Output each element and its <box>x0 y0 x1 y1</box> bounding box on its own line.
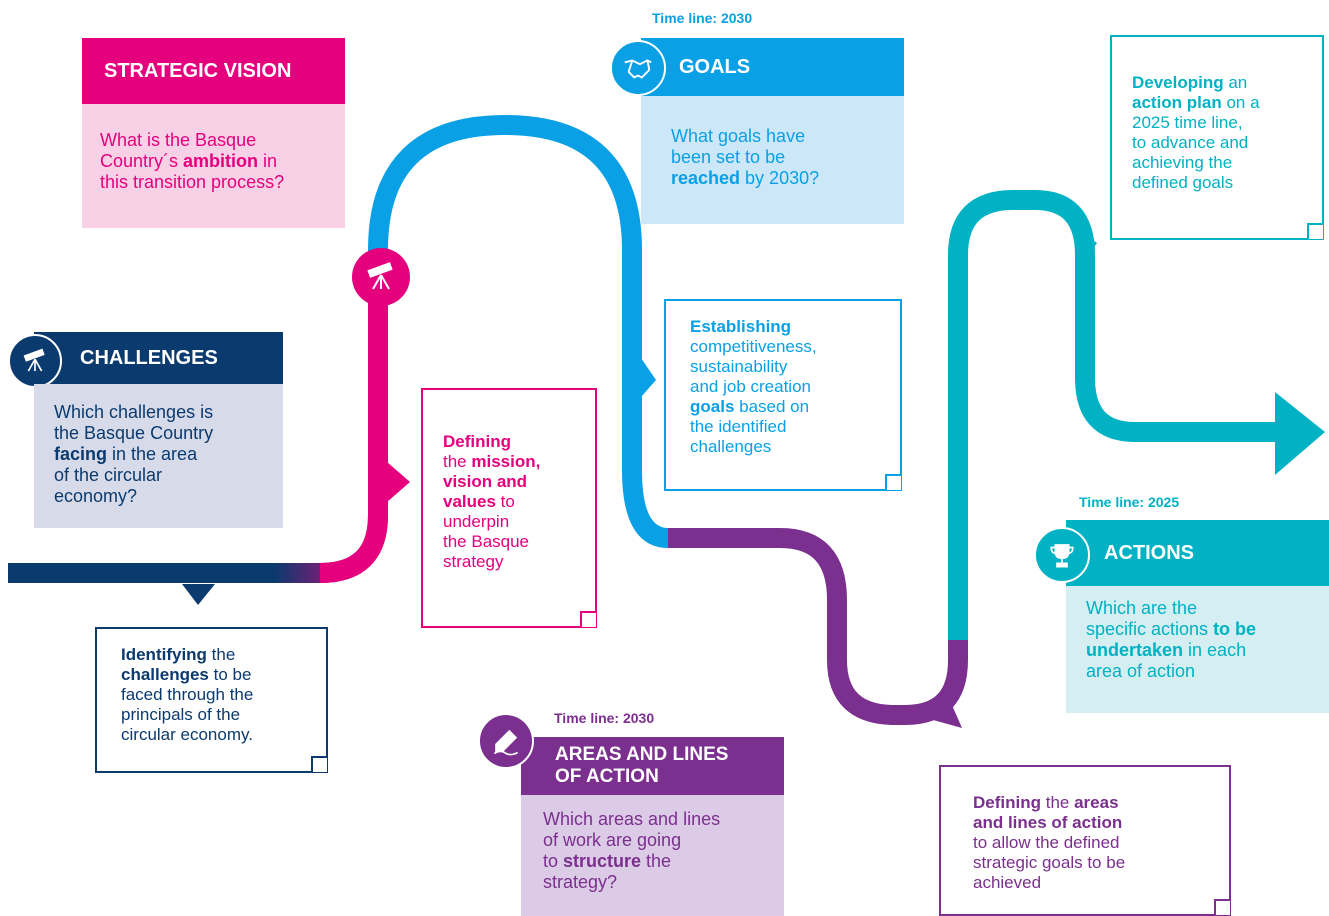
strategic-vision-header: STRATEGIC VISION <box>82 38 345 104</box>
trophy-icon <box>1034 527 1090 583</box>
actions-title: ACTIONS <box>1104 541 1194 564</box>
goals-question: What goals have been set to be reached b… <box>641 96 904 224</box>
goals-note: Establishing competitiveness, sustainabi… <box>664 299 902 491</box>
goals-title: GOALS <box>679 55 751 78</box>
areas-note: Defining the areas and lines of action t… <box>939 765 1231 916</box>
challenges-question: Which challenges is the Basque Country f… <box>34 384 283 528</box>
strategic-vision-question: What is the Basque Country´s ambition in… <box>82 104 345 228</box>
challenges-title: CHALLENGES <box>80 346 218 369</box>
telescope-icon <box>8 334 62 388</box>
vision-note: Defining the mission, vision and values … <box>421 388 597 628</box>
page-fold-icon <box>1307 223 1323 239</box>
telescope-icon <box>352 248 410 306</box>
areas-question: Which areas and lines of work are going … <box>521 795 784 916</box>
actions-header: ACTIONS <box>1066 520 1329 586</box>
actions-timeline: Time line: 2025 <box>1079 494 1180 510</box>
challenges-note: Identifying the challenges to be faced t… <box>95 627 328 773</box>
areas-title-line-2: OF ACTION <box>555 766 659 787</box>
actions-note: Developing an action plan on a 2025 time… <box>1110 35 1324 240</box>
page-fold-icon <box>885 474 901 490</box>
strategic-vision-title: STRATEGIC VISION <box>104 59 292 82</box>
goals-header: GOALS <box>641 38 904 96</box>
page-fold-icon <box>1214 899 1230 915</box>
areas-header: AREAS AND LINES OF ACTION <box>521 737 784 795</box>
pen-icon <box>478 713 534 769</box>
areas-title-line-1: AREAS AND LINES <box>555 744 729 765</box>
areas-timeline: Time line: 2030 <box>554 710 655 726</box>
actions-question: Which are the specific actions to be und… <box>1066 586 1329 713</box>
challenges-header: CHALLENGES <box>34 332 283 384</box>
page-fold-icon <box>311 756 327 772</box>
page-fold-icon <box>580 611 596 627</box>
handshake-icon <box>610 40 666 96</box>
goals-timeline: Time line: 2030 <box>652 10 753 26</box>
